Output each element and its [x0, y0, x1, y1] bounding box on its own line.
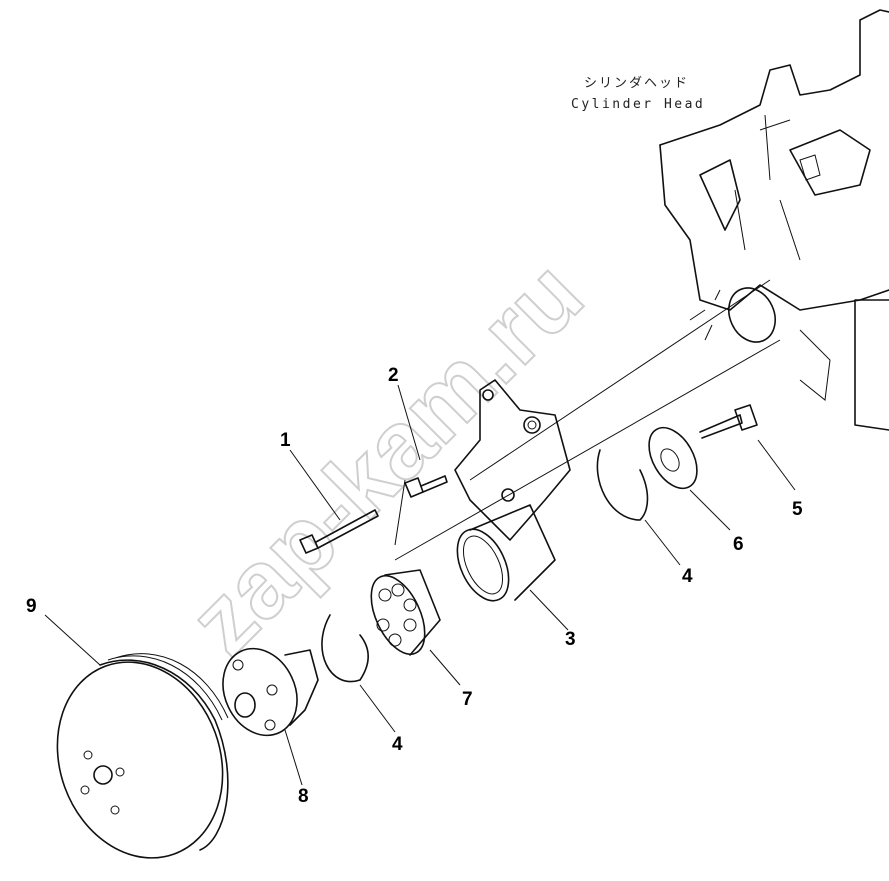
cylinder-head-label-en: Cylinder Head	[571, 97, 705, 112]
watermark: zap-kam.ru	[169, 241, 603, 675]
leader-lines	[44, 384, 796, 786]
sleeve-3	[456, 504, 556, 602]
callout-9: 9	[26, 596, 37, 617]
cylinder-head	[659, 9, 889, 431]
bolt-5	[699, 404, 758, 439]
callout-5: 5	[792, 499, 803, 520]
tensioner-bracket	[454, 379, 571, 541]
callout-3: 3	[565, 629, 576, 650]
bolt-2	[404, 475, 448, 498]
washer-6	[648, 426, 698, 490]
bolt-1	[299, 509, 379, 554]
callout-8: 8	[298, 786, 309, 807]
snap-ring-4-left	[321, 614, 370, 683]
axis-line	[394, 279, 781, 561]
bearing-7	[370, 569, 441, 656]
cylinder-head-label-jp: シリンダヘッド	[584, 76, 689, 91]
callout-2: 2	[388, 365, 399, 386]
callout-6: 6	[733, 534, 744, 555]
hub-8	[222, 647, 319, 737]
callout-7: 7	[462, 689, 473, 710]
callout-4-right: 4	[682, 566, 693, 587]
callout-1: 1	[280, 430, 291, 451]
pulley-9	[56, 653, 229, 859]
snap-ring-4-right	[596, 449, 649, 521]
callout-4-left: 4	[392, 734, 403, 755]
